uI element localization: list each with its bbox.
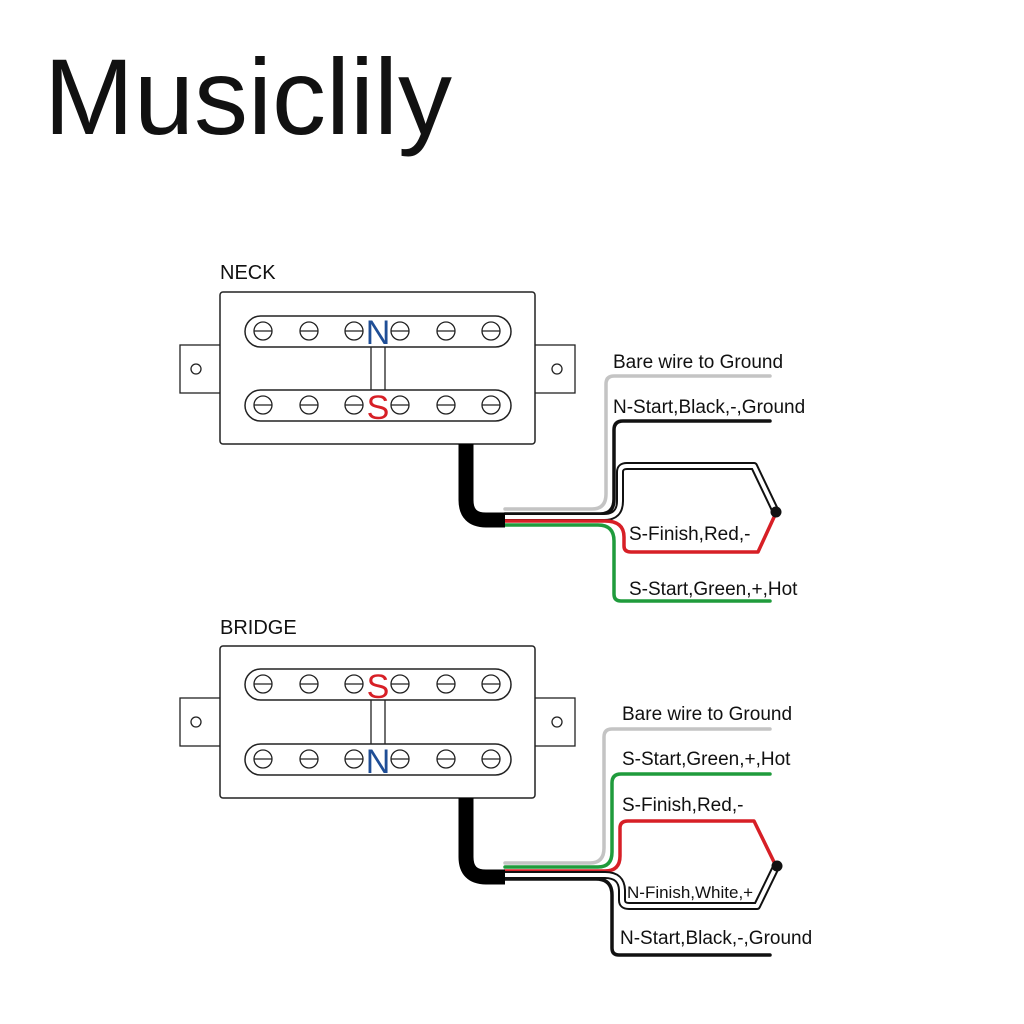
pole-screw-icon: [344, 395, 364, 415]
pole-screw-icon: [390, 749, 410, 769]
bridge-mount-hole-right: [551, 716, 563, 728]
pole-screw-icon: [344, 749, 364, 769]
pole-screw-icon: [344, 674, 364, 694]
neck-wire-green: [503, 523, 772, 603]
bridge-section: BRIDGE: [179, 617, 812, 957]
neck-label-bare: Bare wire to Ground: [613, 352, 783, 373]
pole-screw-icon: [436, 321, 456, 341]
neck-pole-north: N: [366, 314, 391, 352]
pole-screw-icon: [481, 749, 501, 769]
neck-solder-joint: [770, 506, 782, 518]
bridge-title: BRIDGE: [220, 617, 297, 639]
bridge-label-white: N-Finish,White,+: [627, 883, 753, 902]
neck-label-red: S-Finish,Red,-: [629, 524, 750, 545]
neck-label-green: S-Start,Green,+,Hot: [629, 579, 798, 600]
bridge-wire-white: [503, 867, 777, 908]
pole-screw-icon: [436, 674, 456, 694]
neck-section: NECK: [179, 262, 805, 603]
neck-harness: [458, 374, 782, 603]
bridge-pickup: S N: [179, 645, 576, 799]
brand-title: Musiclily: [44, 36, 452, 157]
neck-pickup: N S: [179, 291, 576, 445]
neck-wire-bare: [503, 374, 772, 511]
pole-screw-icon: [253, 674, 273, 694]
pole-screw-icon: [390, 674, 410, 694]
neck-title: NECK: [220, 262, 276, 284]
neck-mount-hole-right: [551, 363, 563, 375]
bridge-wire-green: [503, 772, 772, 869]
bridge-mount-hole-left: [190, 716, 202, 728]
pole-screw-icon: [436, 749, 456, 769]
bridge-pole-screws-bottom: [253, 749, 501, 769]
pole-screw-icon: [253, 749, 273, 769]
bridge-label-black: N-Start,Black,-,Ground: [620, 928, 812, 949]
neck-label-black: N-Start,Black,-,Ground: [613, 397, 805, 418]
bridge-wire-bare: [503, 727, 772, 865]
pole-screw-icon: [299, 321, 319, 341]
pole-screw-icon: [390, 395, 410, 415]
neck-cable: [458, 444, 505, 528]
neck-wire-white: [503, 464, 777, 519]
pole-screw-icon: [253, 395, 273, 415]
neck-wire-red: [503, 513, 777, 554]
bridge-pole-south: S: [367, 668, 390, 706]
bridge-wire-black: [503, 877, 772, 957]
bridge-pole-screws-top: [253, 674, 501, 694]
bridge-pole-north: N: [366, 743, 391, 781]
pole-screw-icon: [481, 321, 501, 341]
bridge-cable: [458, 798, 505, 885]
pole-screw-icon: [299, 674, 319, 694]
neck-pole-screws-bottom: [253, 395, 501, 415]
pole-screw-icon: [390, 321, 410, 341]
pole-screw-icon: [481, 674, 501, 694]
bridge-solder-joint: [771, 860, 783, 872]
neck-mount-hole-left: [190, 363, 202, 375]
pole-screw-icon: [436, 395, 456, 415]
pole-screw-icon: [253, 321, 273, 341]
pole-screw-icon: [481, 395, 501, 415]
pole-screw-icon: [344, 321, 364, 341]
pole-screw-icon: [299, 395, 319, 415]
bridge-wire-red: [503, 819, 777, 873]
neck-pole-south: S: [367, 389, 390, 427]
bridge-harness: [458, 727, 783, 957]
bridge-label-red: S-Finish,Red,-: [622, 795, 743, 816]
pole-screw-icon: [299, 749, 319, 769]
neck-coil-divider: [370, 347, 386, 390]
bridge-label-bare: Bare wire to Ground: [622, 704, 792, 725]
bridge-label-green: S-Start,Green,+,Hot: [622, 749, 791, 770]
neck-pole-screws-top: [253, 321, 501, 341]
bridge-coil-divider: [370, 700, 386, 744]
